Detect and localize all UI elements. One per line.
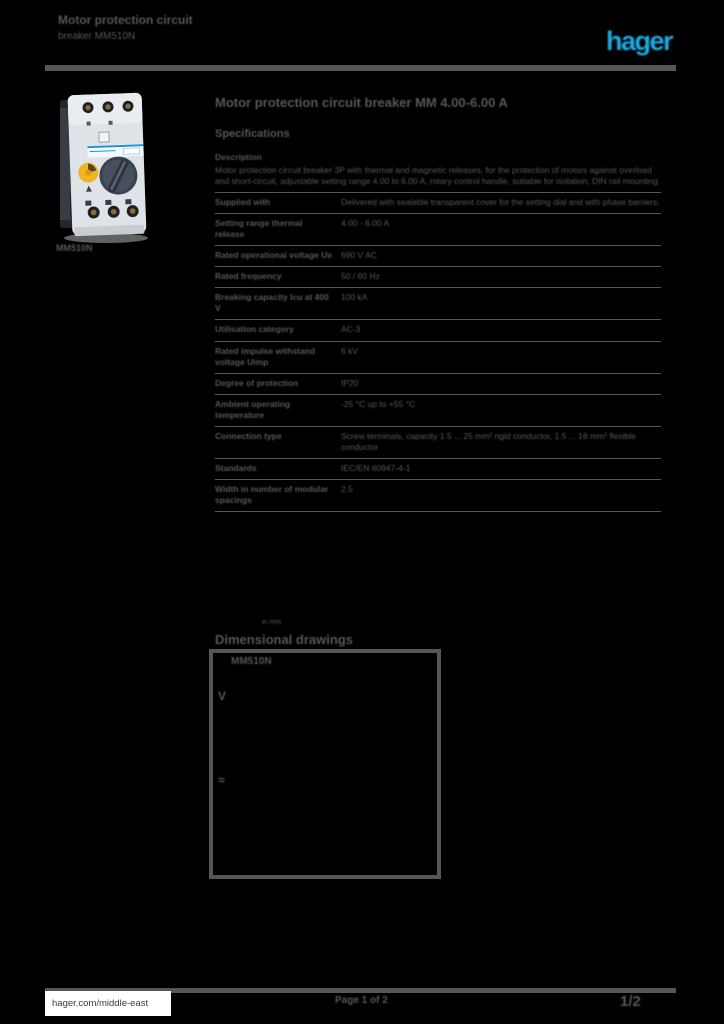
- spec-value: Screw terminals, capacity 1.5 ... 25 mm²…: [341, 430, 636, 452]
- table-row: Supplied with Delivered with sealable tr…: [215, 193, 661, 215]
- dimensions-section-title: Dimensional drawings: [215, 632, 353, 647]
- spec-value: 100 kA: [341, 292, 368, 303]
- spec-label: Rated impulse withstand voltage Uimp: [215, 345, 316, 367]
- spec-label: Degree of protection: [215, 377, 299, 388]
- table-row: Ambient operating temperature -25 °C up …: [215, 395, 661, 427]
- table-row: Rated impulse withstand voltage Uimp 6 k…: [215, 342, 661, 374]
- dimension-box-reference: MM510N: [231, 656, 272, 667]
- dimension-approx-mark: ≈: [218, 773, 225, 787]
- table-row: Utilisation category AC-3: [215, 320, 661, 342]
- table-row: Degree of protection IP20: [215, 374, 661, 395]
- product-photo: [58, 88, 154, 251]
- spec-label: Ambient operating temperature: [215, 398, 291, 420]
- spec-value: 6 kV: [341, 345, 359, 356]
- spec-value: IP20: [341, 377, 359, 388]
- dimension-arrow-mark: V: [218, 689, 227, 703]
- footer-page-text: Page 1 of 2: [335, 995, 388, 1006]
- specifications-section-label: Specifications: [215, 128, 290, 140]
- spec-value: 4.00 - 6.00 A: [341, 218, 390, 229]
- table-row: Setting range thermal release 4.00 - 6.0…: [215, 214, 661, 247]
- dimension-drawing-box: MM510N V ≈: [209, 649, 441, 879]
- footer-divider: [45, 988, 676, 993]
- header-doc-subtitle: breaker MM510N: [58, 31, 136, 42]
- table-row: Rated frequency 50 / 60 Hz: [215, 267, 661, 289]
- dimensions-unit-note: in mm: [262, 619, 282, 626]
- table-row: Width in number of modular spacings 2.5: [215, 480, 661, 512]
- spec-value: 690 V AC: [341, 250, 377, 261]
- spec-label: Width in number of modular spacings: [215, 483, 329, 505]
- hager-logo: hager: [605, 26, 674, 56]
- table-row: Breaking capacity Icu at 400 V 100 kA: [215, 288, 661, 321]
- spec-label: Connection type: [215, 430, 282, 441]
- spec-label: Description: [215, 152, 262, 162]
- spec-label: Utilisation category: [215, 324, 294, 335]
- table-row: Description Motor protection circuit bre…: [215, 148, 661, 194]
- spec-label: Standards: [215, 462, 257, 473]
- spec-value: Motor protection circuit breaker 3P with…: [215, 165, 661, 187]
- spec-value: Delivered with sealable transparent cove…: [341, 197, 660, 208]
- footer-url-chip[interactable]: hager.com/middle-east: [45, 991, 171, 1016]
- spec-label: Rated frequency: [215, 271, 282, 282]
- footer-url-text: hager.com/middle-east: [52, 998, 149, 1009]
- table-row: Connection type Screw terminals, capacit…: [215, 427, 661, 459]
- table-row: Standards IEC/EN 60947-4-1: [215, 459, 661, 480]
- spec-value: -25 °C up to +55 °C: [341, 398, 416, 409]
- header-doc-title: Motor protection circuit: [58, 13, 193, 27]
- table-row: Rated operational voltage Ue 690 V AC: [215, 246, 661, 268]
- footer-page-number: 1/2: [620, 993, 641, 1010]
- spec-label: Breaking capacity Icu at 400 V: [215, 292, 329, 314]
- header-divider: [45, 65, 676, 71]
- product-reference-caption: MM510N: [56, 243, 93, 253]
- spec-value: 2.5: [341, 483, 353, 494]
- specifications-table: Description Motor protection circuit bre…: [215, 148, 661, 512]
- breaker-illustration: [60, 92, 148, 243]
- spec-label: Supplied with: [215, 197, 271, 208]
- spec-label: Rated operational voltage Ue: [215, 250, 333, 261]
- spec-value: 50 / 60 Hz: [341, 271, 380, 282]
- spec-value: AC-3: [341, 324, 361, 335]
- page-title: Motor protection circuit breaker MM 4.00…: [215, 95, 508, 110]
- spec-value: IEC/EN 60947-4-1: [341, 462, 411, 473]
- spec-label: Setting range thermal release: [215, 218, 303, 240]
